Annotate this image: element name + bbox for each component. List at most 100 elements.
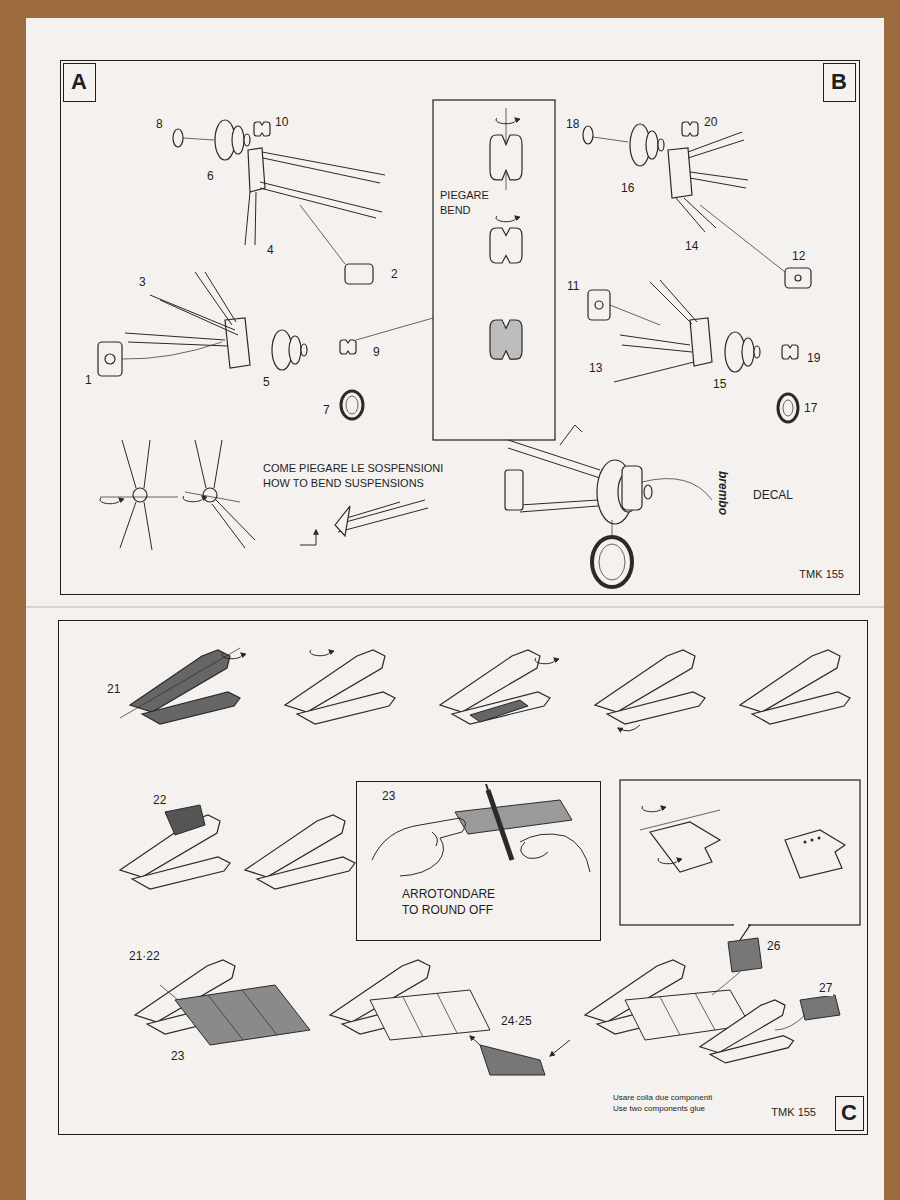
node-text: BEND — [440, 204, 471, 217]
upright-a-upper — [345, 264, 373, 284]
wing-endplate-steps — [222, 653, 242, 659]
upright-a-upper — [173, 129, 183, 147]
bend-sketches — [216, 500, 255, 540]
bend-detail-inset — [650, 822, 720, 872]
wing-endplate-steps — [120, 648, 240, 718]
upright-b-upper — [593, 137, 628, 142]
round-off-inset-art — [372, 818, 466, 876]
upright-a-upper — [232, 126, 244, 154]
round-off-inset-art — [521, 842, 548, 858]
wing-assembly — [208, 995, 243, 1040]
decal-sketch — [520, 506, 598, 512]
decal-sketch — [642, 479, 712, 500]
decal-sketch — [612, 520, 613, 535]
upright-a-lower — [122, 342, 222, 359]
bend-sketches — [144, 440, 150, 488]
callout-number: 23 — [170, 1050, 185, 1064]
wing-assembly — [700, 1000, 794, 1063]
panel-letter: C — [835, 1096, 864, 1131]
upright-b-upper — [583, 122, 811, 288]
wing-assembly — [480, 1045, 545, 1075]
callout-number: 9 — [372, 346, 381, 360]
wing-assembly — [695, 993, 715, 1030]
wing-assembly — [403, 997, 423, 1037]
upright-a-upper — [244, 134, 250, 146]
bend-detail-inset — [734, 924, 748, 926]
instruction-note: HOW TO BEND SUSPENSIONS — [262, 477, 425, 490]
upright-a-lower — [105, 354, 115, 364]
callout-number: 12 — [791, 250, 806, 264]
callout-number: 2 — [390, 268, 399, 282]
upright-b-upper — [676, 198, 705, 232]
wing-endplate-steps — [440, 650, 550, 724]
callout-number: 8 — [155, 118, 164, 132]
panel-letter-text: B — [824, 64, 855, 100]
bend-detail-inset — [804, 841, 807, 844]
glue-note: Use two components glue — [612, 1104, 706, 1113]
bend-detail-inset — [620, 780, 860, 940]
upright-a-upper — [263, 158, 380, 183]
upright-b-lower — [660, 280, 697, 322]
callout-number: 22 — [152, 794, 167, 808]
bend-inset-art — [433, 100, 555, 440]
round-off-inset-art — [488, 790, 512, 860]
wing-assembly — [175, 985, 310, 1045]
node-text: TMK 155 — [799, 568, 844, 581]
wing-assembly — [800, 995, 840, 1020]
callout-number: 4 — [266, 244, 275, 258]
upright-b-upper — [583, 126, 593, 144]
upright-b-lower — [614, 362, 694, 382]
wing-assembly — [135, 938, 840, 1075]
wing-endplate-steps — [535, 658, 555, 664]
callout-number: 6 — [206, 170, 215, 184]
paper-sheet — [26, 18, 884, 1200]
bend-detail-inset — [732, 925, 750, 940]
round-off-inset-art — [520, 834, 590, 872]
upright-b-upper — [646, 131, 658, 159]
callout-number: 14 — [684, 240, 699, 254]
callout-number: 10 — [274, 116, 289, 130]
paper-sheet — [26, 606, 884, 608]
upright-b-lower — [588, 280, 798, 422]
upright-b-upper — [688, 140, 744, 158]
upright-a-lower — [98, 342, 122, 376]
upright-b-lower — [610, 305, 660, 325]
upright-a-lower — [98, 272, 433, 419]
upright-a-lower — [301, 344, 307, 356]
decal-sketch — [520, 500, 598, 505]
upright-a-upper — [300, 205, 345, 264]
callout-number: 21·22 — [128, 950, 161, 964]
upright-b-upper — [700, 205, 785, 272]
bend-sketches — [100, 440, 428, 550]
wing-endplate-steps — [740, 650, 850, 724]
wing-endplate-steps — [470, 700, 528, 722]
node-text: TMK 155 — [771, 1106, 816, 1119]
bend-detail-inset — [811, 839, 814, 842]
callout-number: 15 — [712, 378, 727, 392]
bend-sketches — [133, 488, 147, 502]
upright-b-lower — [783, 400, 793, 416]
bend-sketches — [185, 492, 240, 502]
callout-number: 1 — [84, 374, 93, 388]
upright-b-upper — [684, 198, 716, 228]
bend-sketches — [300, 530, 316, 545]
upright-a-lower — [340, 340, 356, 354]
upright-a-upper — [248, 148, 265, 192]
decal-sketch — [505, 470, 523, 510]
upright-b-upper — [682, 122, 698, 136]
upright-b-lower — [620, 335, 690, 345]
instruction-note: COME PIEGARE LE SOSPENSIONI — [262, 462, 444, 475]
paper-sheet — [26, 18, 884, 1200]
wing-endplate-steps — [165, 805, 205, 835]
callout-number: 24·25 — [500, 1015, 533, 1029]
callout-number: 13 — [588, 362, 603, 376]
bend-inset-art — [496, 118, 516, 124]
callout-number: 7 — [322, 404, 331, 418]
bend-sketches — [144, 502, 152, 550]
wing-endplate-steps — [245, 815, 355, 889]
callout-number: 3 — [138, 276, 147, 290]
decal-text: brembo — [715, 470, 729, 516]
upright-b-lower — [754, 346, 760, 358]
